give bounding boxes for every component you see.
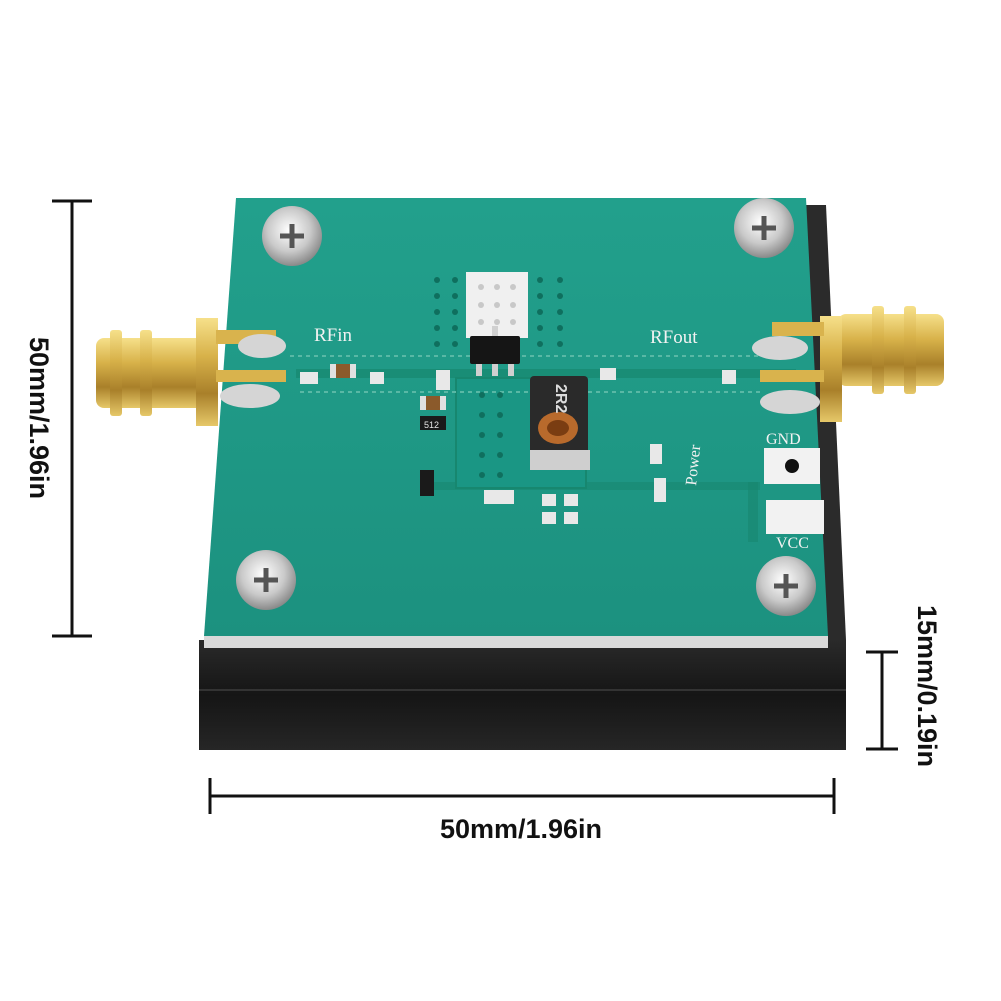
rf-in-label: RFin — [314, 325, 353, 346]
vcc-label: VCC — [776, 535, 809, 552]
power-label: Power — [683, 443, 704, 486]
amplifier-chip — [470, 326, 520, 376]
smd-components: 512 — [300, 364, 736, 524]
rf-out-label: RFout — [650, 327, 698, 348]
rf-in-connector — [96, 318, 286, 426]
resistor-marking: 512 — [424, 420, 439, 430]
mounting-screws — [236, 198, 816, 616]
inductor-marking: 2R2 — [552, 384, 569, 413]
gnd-label: GND — [766, 431, 801, 448]
height-dimension — [52, 199, 92, 638]
thickness-dimension-label: 15mm/0.19in — [912, 605, 942, 767]
power-inductor: 2R2 — [530, 376, 590, 470]
heatsink — [199, 205, 846, 750]
pcb-board — [204, 198, 828, 648]
height-dimension-label: 50mm/1.96in — [24, 337, 54, 499]
rf-out-connector — [752, 306, 944, 422]
thickness-dimension — [866, 650, 898, 751]
width-dimension-label: 50mm/1.96in — [440, 814, 602, 844]
width-dimension — [208, 778, 836, 814]
